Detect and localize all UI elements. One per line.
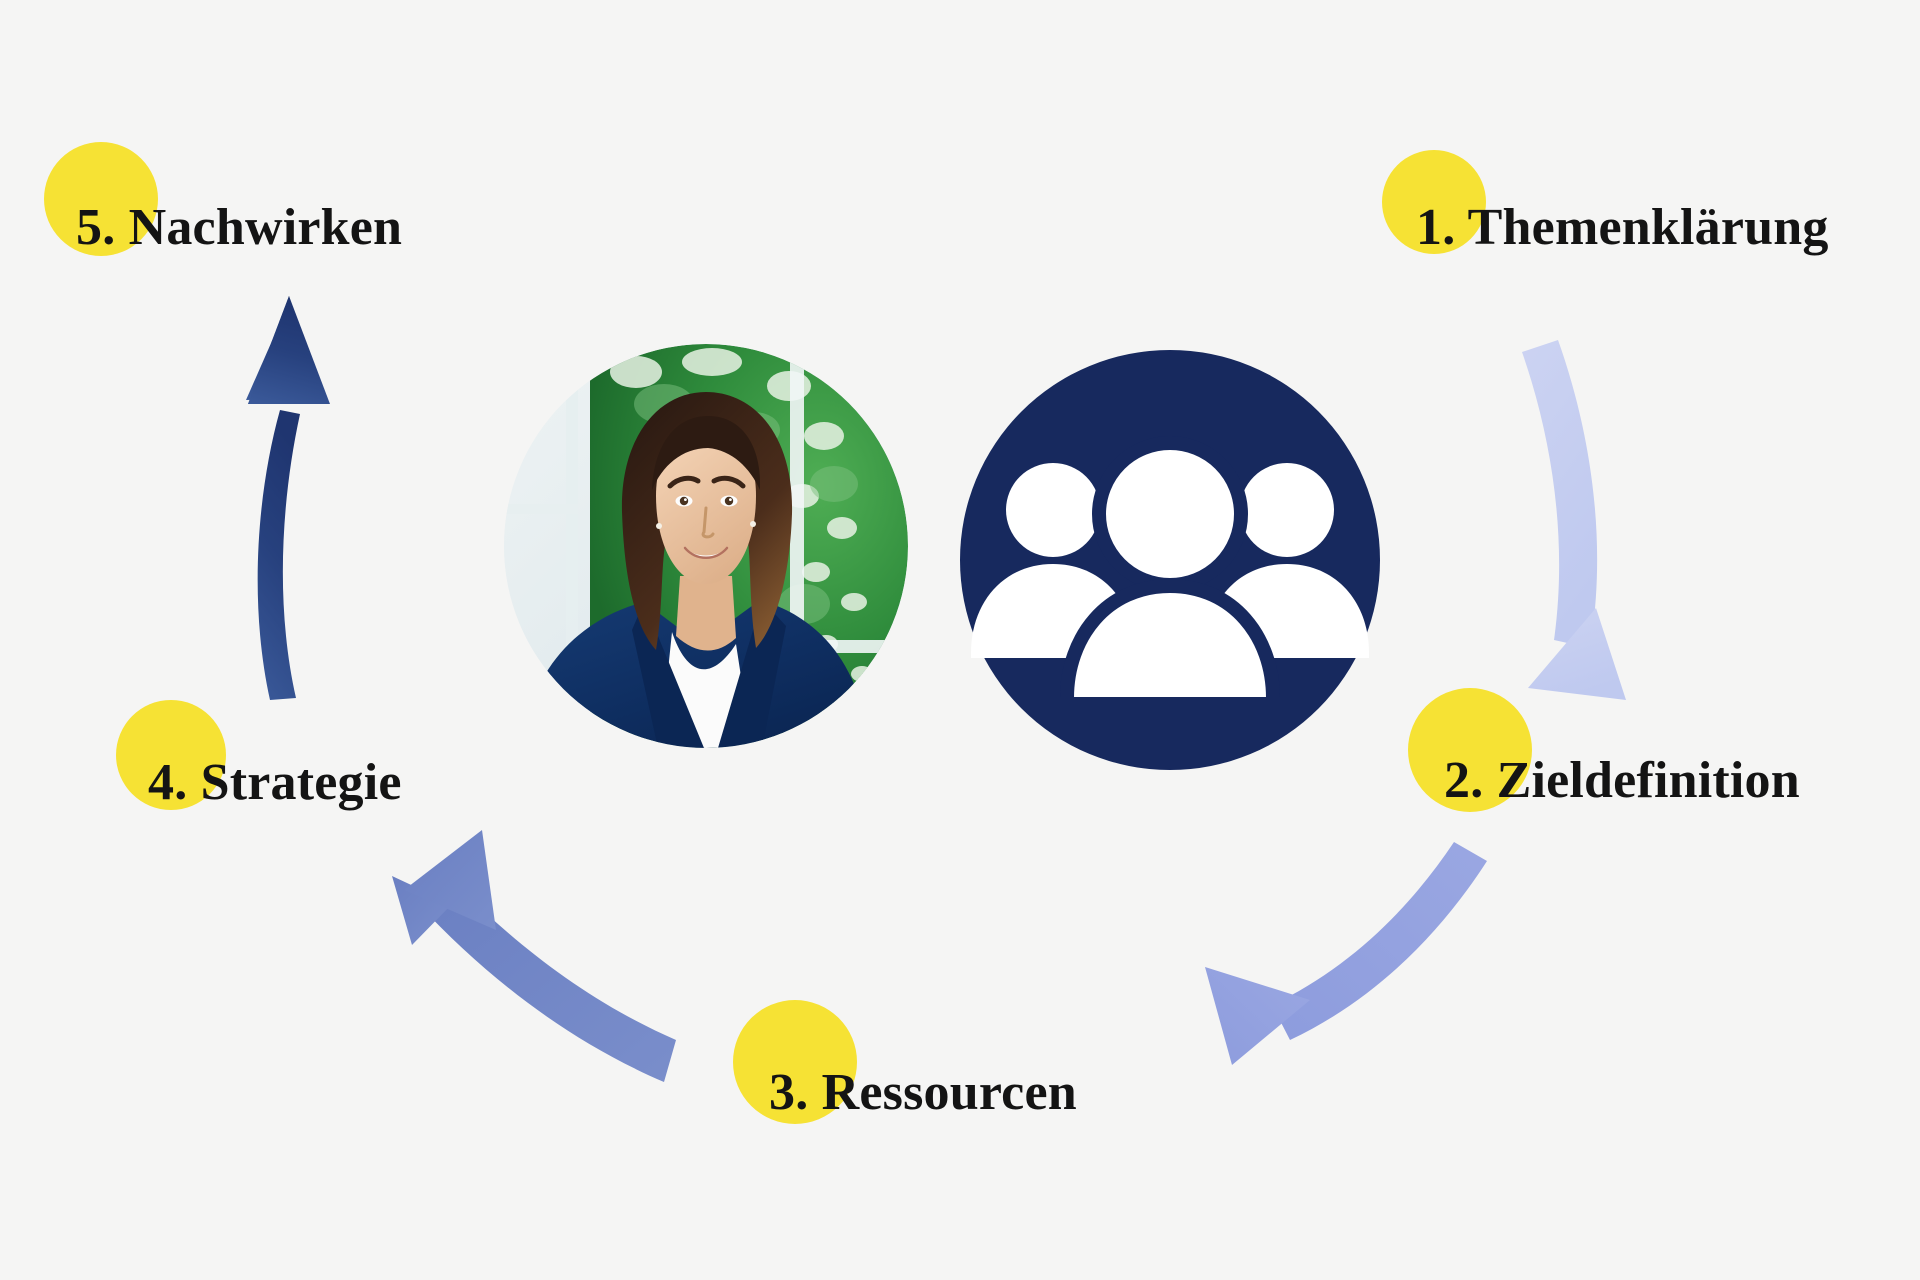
step-1-dot [1382, 150, 1486, 254]
arrow-2-to-3 [1205, 842, 1487, 1065]
portrait-photo [504, 344, 908, 748]
step-5-dot [44, 142, 158, 256]
step-3-label: 3. Ressourcen [769, 1064, 1077, 1121]
step-2-dot [1408, 688, 1532, 812]
step-3[interactable]: 3. Ressourcen [733, 1000, 1077, 1124]
step-1-label: 1. Themenklärung [1416, 199, 1829, 256]
step-4[interactable]: 4. Strategie [116, 700, 402, 810]
step-1[interactable]: 1. Themenklärung [1382, 150, 1829, 254]
step-3-dot [733, 1000, 857, 1124]
people-group-icon [971, 436, 1369, 711]
arrow-4-to-5 [246, 296, 330, 700]
step-2-label: 2. Zieldefinition [1444, 752, 1800, 809]
step-4-label: 4. Strategie [148, 754, 402, 811]
step-5-label: 5. Nachwirken [76, 199, 403, 256]
arrow-3-to-4 [392, 830, 676, 1082]
people-group-circle [960, 350, 1380, 770]
arrow-1-to-2 [1522, 340, 1626, 700]
step-4-dot [116, 700, 226, 810]
step-5[interactable]: 5. Nachwirken [44, 142, 402, 256]
step-2[interactable]: 2. Zieldefinition [1408, 688, 1800, 812]
